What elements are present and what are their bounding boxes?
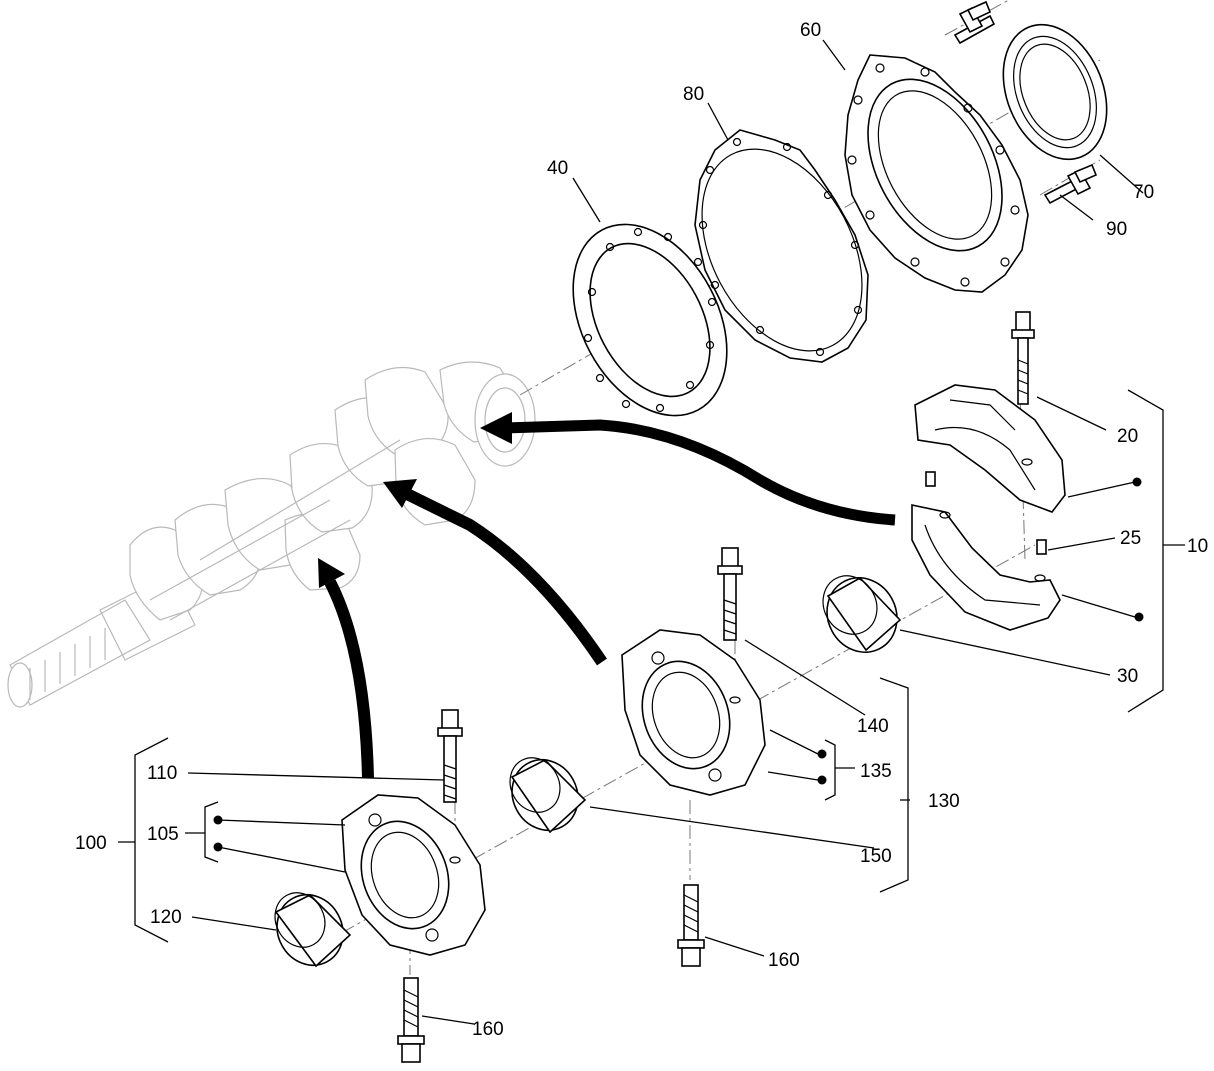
label-110: 110 (147, 763, 177, 784)
label-30: 30 (1117, 666, 1138, 687)
crankshaft-ghost (7, 361, 536, 708)
label-130: 130 (928, 791, 960, 812)
label-135: 135 (860, 761, 892, 782)
part-150-bearing-shell (509, 757, 587, 834)
part-120-bearing-shell (274, 892, 352, 968)
part-40-flange-ring (572, 223, 728, 417)
part-130-thrust-cap (621, 629, 766, 796)
part-25-dowel-pins (925, 471, 1047, 555)
label-160-left: 160 (472, 1019, 504, 1040)
label-20: 20 (1117, 426, 1138, 447)
reference-labels: 60 80 40 70 90 20 25 10 30 140 135 130 1… (75, 20, 1208, 1040)
part-160-bolt-right (677, 884, 705, 967)
dot-markers (213, 477, 1144, 852)
part-90-screw-lower (1043, 163, 1098, 205)
part-90-screw-top (953, 0, 996, 45)
part-10-lower-cap (911, 504, 1061, 631)
label-10: 10 (1187, 536, 1208, 557)
part-80-gasket (694, 129, 869, 363)
label-140: 140 (857, 716, 889, 737)
assembly-arrows (318, 412, 896, 779)
part-140-bolt (717, 547, 743, 641)
label-90: 90 (1106, 219, 1127, 240)
part-110-bolt (437, 709, 463, 803)
part-20-bolt-top (1011, 311, 1035, 405)
part-60-seal-housing (844, 54, 1029, 293)
label-105: 105 (147, 824, 179, 845)
label-100: 100 (75, 833, 107, 854)
label-25: 25 (1120, 528, 1141, 549)
part-70-oil-seal (1002, 23, 1108, 161)
label-160-right: 160 (768, 950, 800, 971)
part-30-bearing-shell (822, 575, 902, 653)
label-80: 80 (683, 84, 704, 105)
label-40: 40 (547, 158, 568, 179)
part-10-upper-cap (914, 384, 1066, 513)
leader-lines (118, 39, 1185, 1025)
label-120: 120 (150, 907, 182, 928)
group-brackets (134, 389, 1164, 943)
part-160-bolt-left (397, 977, 425, 1063)
label-70: 70 (1133, 182, 1154, 203)
label-150: 150 (860, 846, 892, 867)
part-100-thrust-cap (341, 794, 486, 956)
label-60: 60 (800, 20, 821, 41)
